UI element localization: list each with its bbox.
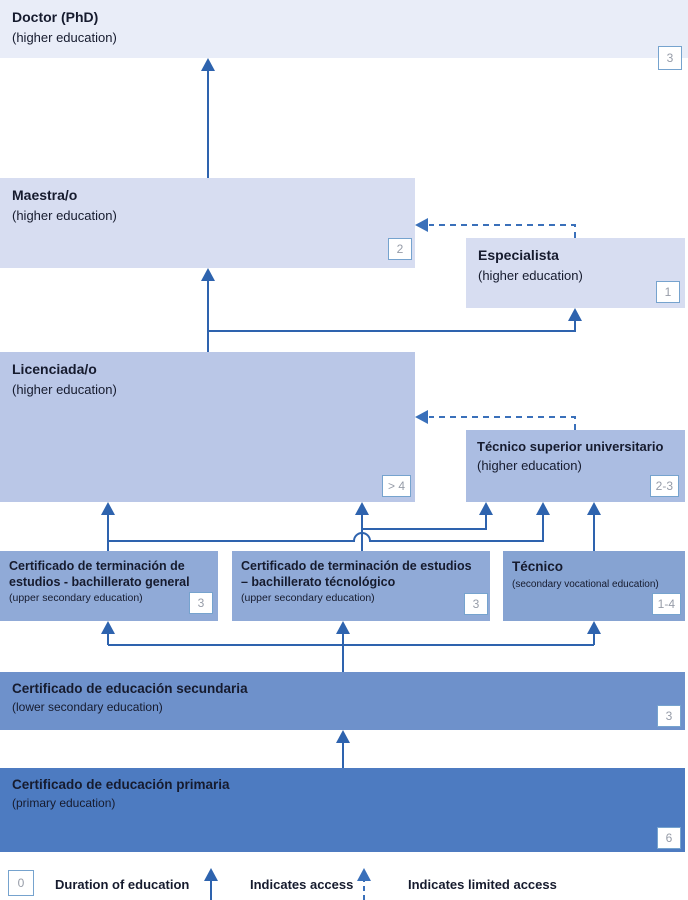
box-title: Certificado de educación secundaria <box>12 681 248 696</box>
duration-badge: 1-4 <box>651 593 681 615</box>
arrowhead-secundaria-to-tecnico <box>587 621 601 634</box>
arrow-licenciada-to-especialista <box>208 319 576 332</box>
arrowhead-tecnologico-to-licenciada <box>355 502 369 515</box>
duration-badge: 2-3 <box>649 475 679 497</box>
box-bachillerato-general: Certificado de terminación de estudios -… <box>0 551 218 621</box>
box-title: Certificado de terminación de estudios –… <box>241 559 472 589</box>
box-title: Licenciada/o <box>12 361 97 377</box>
arrowhead-secundaria-to-tecnologico <box>336 621 350 634</box>
arrowhead-general-to-licenciada <box>101 502 115 515</box>
box-title: Certificado de educación primaria <box>12 777 230 792</box>
box-subtitle: (upper secondary education) <box>9 592 143 605</box>
duration-badge: 3 <box>464 593 488 615</box>
box-subtitle: (primary education) <box>12 795 116 810</box>
dashed-arrowhead-especialista-to-maestra <box>415 218 428 232</box>
arrowhead-secundaria-to-general <box>101 621 115 634</box>
dashed-arrow-icon <box>357 868 371 900</box>
dashed-arrow-especialista-to-maestra <box>429 224 576 238</box>
box-title: Doctor (PhD) <box>12 9 99 25</box>
box-subtitle: (higher education) <box>477 458 582 474</box>
box-title: Especialista <box>478 247 559 263</box>
box-title: Técnico <box>512 559 564 574</box>
box-subtitle: (higher education) <box>12 207 117 223</box>
box-licenciada: Licenciada/o (higher education) > 4 <box>0 352 415 502</box>
arrowhead-licenciada-to-maestra <box>201 268 215 281</box>
arrow-tecnologico-to-tsu <box>362 514 487 530</box>
box-subtitle: (secondary vocational education) <box>512 578 659 590</box>
legend-limited-access-label: Indicates limited access <box>408 877 557 892</box>
duration-badge: 2 <box>388 238 412 260</box>
duration-badge: 3 <box>189 592 213 614</box>
solid-arrow-icon <box>204 868 218 900</box>
box-tecnico-superior-universitario: Técnico superior universitario (higher e… <box>466 430 685 502</box>
duration-badge: 3 <box>658 46 682 70</box>
box-subtitle: (upper secondary education) <box>241 592 375 605</box>
box-tecnico: Técnico (secondary vocational education)… <box>503 551 685 621</box>
duration-badge-sample: 0 <box>8 870 34 896</box>
legend: 0 Duration of education Indicates access… <box>0 866 688 900</box>
arrow-general-to-tsu <box>108 514 544 542</box>
box-title: Técnico superior universitario <box>477 439 664 454</box>
box-especialista: Especialista (higher education) 1 <box>466 238 685 308</box>
box-doctor-phd: Doctor (PhD) (higher education) 3 <box>0 0 688 70</box>
arrowhead-general-to-tsu <box>536 502 550 515</box>
arrowhead-tecnologico-to-tsu <box>479 502 493 515</box>
duration-badge: 1 <box>656 281 680 303</box>
box-maestra: Maestra/o (higher education) 2 <box>0 178 415 268</box>
arrowhead-licenciada-to-especialista <box>568 308 582 321</box>
box-educacion-secundaria: Certificado de educación secundaria (low… <box>0 672 685 730</box>
box-educacion-primaria: Certificado de educación primaria (prima… <box>0 768 685 852</box>
duration-badge: 3 <box>657 705 681 727</box>
duration-badge: > 4 <box>381 475 411 497</box>
arrowhead-tecnico-to-tsu <box>587 502 601 515</box>
legend-duration-label: Duration of education <box>55 877 190 892</box>
box-subtitle: (higher education) <box>478 267 583 283</box>
dashed-arrowhead-tsu-to-licenciada <box>415 410 428 424</box>
box-title: Maestra/o <box>12 187 78 203</box>
box-subtitle: (higher education) <box>12 29 117 45</box>
arrowhead-primaria-to-secundaria <box>336 730 350 743</box>
arrowhead-maestra-to-doctor <box>201 58 215 71</box>
legend-access-label: Indicates access <box>250 877 354 892</box>
dashed-arrow-tsu-to-licenciada <box>429 416 576 430</box>
box-bachillerato-tecnologico: Certificado de terminación de estudios –… <box>232 551 490 621</box>
duration-badge: 6 <box>657 827 681 849</box>
box-title: Certificado de terminación de estudios -… <box>9 559 190 589</box>
box-subtitle: (higher education) <box>12 381 117 397</box>
box-subtitle: (lower secondary education) <box>12 699 163 714</box>
